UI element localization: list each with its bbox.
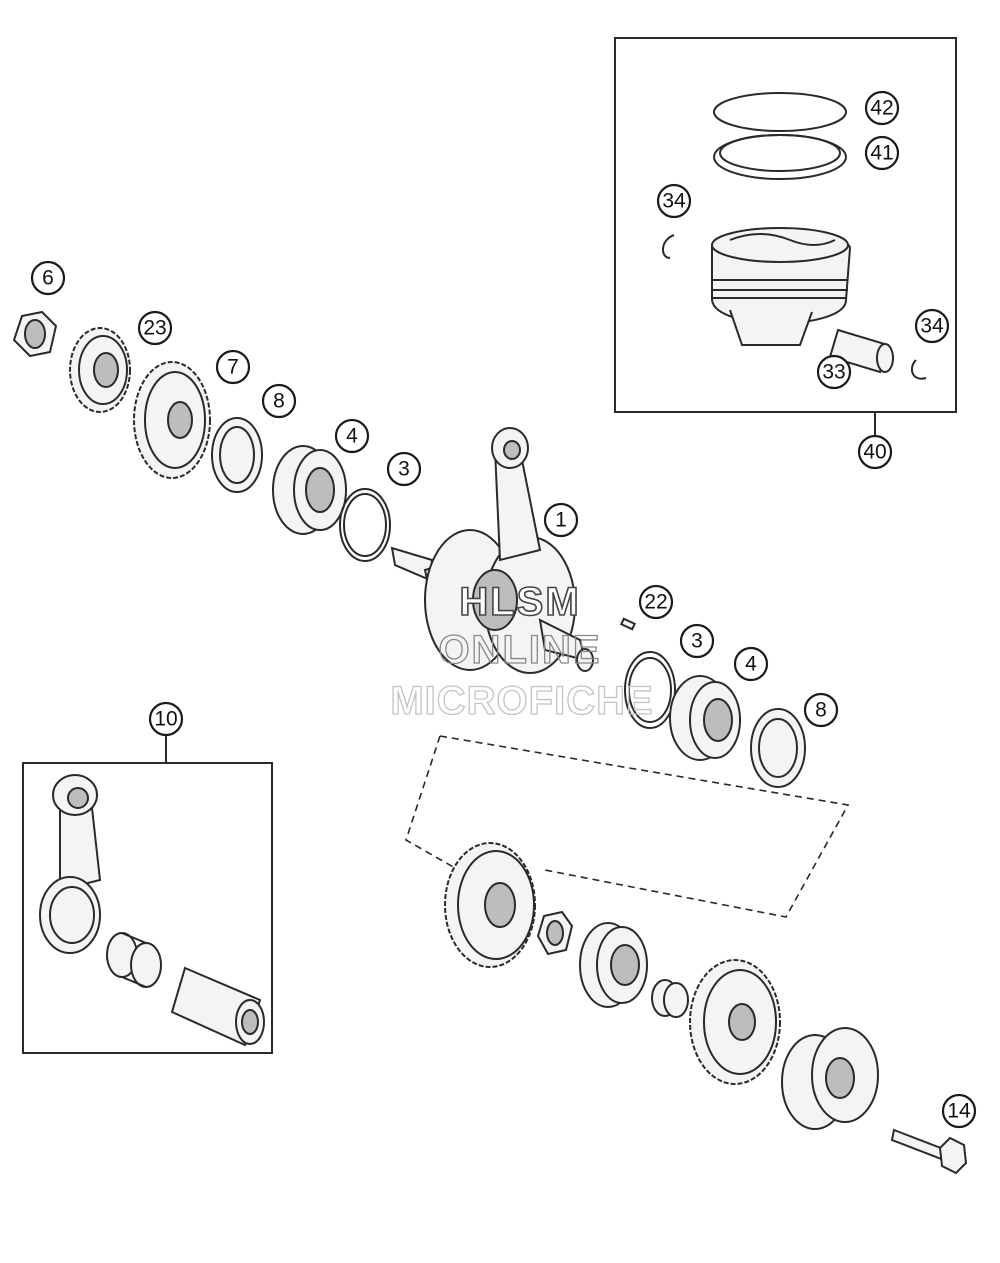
freewheel-housing (781, 1027, 879, 1130)
callout-40: 40 (857, 434, 893, 470)
svg-text:40: 40 (863, 441, 886, 464)
watermark-line-1: HLSM (459, 580, 580, 624)
callout-6: 6 (30, 260, 66, 296)
conrod-kit-rod (39, 774, 102, 954)
svg-text:14: 14 (947, 1100, 971, 1123)
nut (12, 310, 58, 358)
crankshaft (390, 529, 594, 674)
callout-8-right: 8 (803, 692, 839, 728)
shim-3-left (339, 488, 391, 562)
spacer-ring-8-left (211, 417, 263, 493)
callout-4-left: 4 (334, 418, 370, 454)
svg-text:22: 22 (644, 591, 667, 614)
piston-pin (828, 328, 894, 374)
svg-text:34: 34 (920, 315, 944, 338)
svg-text:33: 33 (822, 361, 845, 384)
svg-text:8: 8 (815, 699, 827, 722)
watermark: HLSM ONLINE MICROFICHE (390, 579, 654, 723)
svg-text:8: 8 (273, 390, 285, 413)
svg-text:42: 42 (870, 97, 893, 120)
conrod-kit-box (22, 735, 273, 1054)
circlip-right (910, 359, 927, 380)
svg-text:3: 3 (398, 458, 410, 481)
callout-7: 7 (215, 349, 251, 385)
watermark-line-3: MICROFICHE (390, 679, 653, 723)
piston (711, 227, 852, 346)
svg-text:7: 7 (227, 356, 239, 379)
bearing-4-right (669, 675, 741, 761)
callout-1: 1 (543, 502, 579, 538)
gear-large (133, 361, 211, 479)
svg-text:34: 34 (662, 190, 686, 213)
svg-text:10: 10 (154, 708, 177, 731)
circlip-left (662, 234, 675, 259)
callout-34-left: 34 (656, 183, 692, 219)
starter-gear (689, 959, 781, 1085)
svg-text:3: 3 (691, 630, 703, 653)
callout-22: 22 (638, 584, 674, 620)
balancer-nut (536, 910, 574, 956)
connecting-rod (491, 427, 542, 562)
piston-ring-lower (713, 134, 847, 180)
callout-10: 10 (148, 701, 184, 737)
piston-kit-box (614, 37, 957, 436)
svg-text:23: 23 (143, 317, 166, 340)
needle-bushing (651, 979, 689, 1018)
conrod-kit-bearing (106, 932, 162, 988)
woodruff-key (619, 617, 637, 631)
gear-small (69, 327, 131, 413)
callout-3-right: 3 (679, 623, 715, 659)
bolt (890, 1128, 968, 1175)
spacer-ring-8-right (750, 708, 806, 788)
svg-text:4: 4 (346, 425, 358, 448)
callout-4-right: 4 (733, 646, 769, 682)
callout-23: 23 (137, 310, 173, 346)
svg-text:6: 6 (42, 267, 54, 290)
svg-text:4: 4 (745, 653, 757, 676)
shim-3-right (624, 651, 676, 729)
callout-3-left: 3 (386, 451, 422, 487)
conrod-kit-pin (170, 966, 265, 1047)
svg-text:1: 1 (555, 509, 567, 532)
callout-34-right: 34 (914, 308, 950, 344)
callout-33: 33 (816, 354, 852, 390)
callout-41: 41 (864, 135, 900, 171)
bearing-4-left (272, 445, 347, 535)
callout-8-left: 8 (261, 383, 297, 419)
freewheel-bearing (579, 922, 648, 1008)
assembly-bracket (405, 735, 850, 918)
callout-14: 14 (941, 1093, 977, 1129)
balancer-gear (444, 842, 536, 968)
piston-ring-upper (713, 92, 847, 132)
watermark-line-2: ONLINE (438, 628, 601, 672)
callout-42: 42 (864, 90, 900, 126)
svg-text:41: 41 (870, 142, 893, 165)
